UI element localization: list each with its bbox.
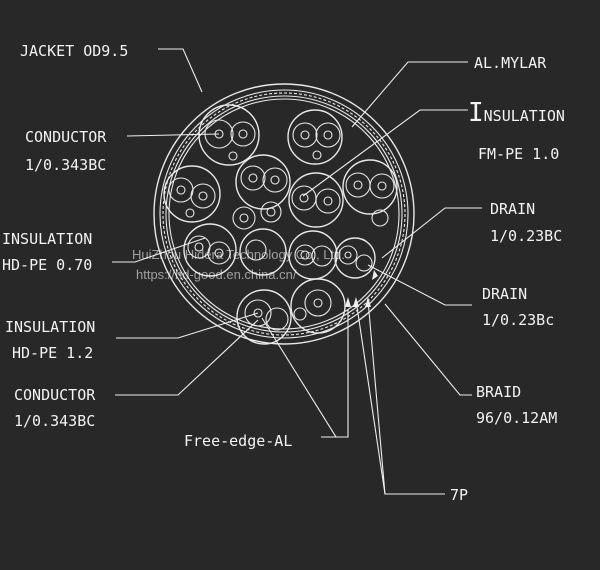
label-insulation-hd2-spec: HD-PE 1.2	[12, 344, 93, 362]
label-insulation-hd1-spec: HD-PE 0.70	[2, 256, 92, 274]
label-braid-spec: 96/0.12AM	[476, 409, 557, 427]
label-conductor-1-spec: 1/0.343BC	[25, 156, 106, 174]
label-fm-pe: FM-PE 1.0	[478, 145, 559, 163]
al-mylar-layer	[168, 98, 400, 330]
pair-1	[198, 104, 260, 166]
arrowheads	[345, 270, 378, 307]
jacket-outer	[153, 83, 415, 345]
label-insulation-hd1: INSULATION	[2, 230, 92, 248]
label-drain-2: DRAIN	[482, 285, 527, 303]
label-jacket: JACKET OD9.5	[20, 42, 128, 60]
label-free-edge-al: Free-edge-AL	[184, 432, 292, 450]
label-al-mylar: AL.MYLAR	[474, 54, 547, 72]
label-drain-2-spec: 1/0.23Bc	[482, 311, 554, 329]
label-conductor-1: CONDUCTOR	[25, 128, 107, 146]
braid-inner	[165, 95, 403, 333]
label-conductor-2-spec: 1/0.343BC	[14, 412, 95, 430]
pair-2	[287, 109, 343, 165]
pair-6	[342, 159, 398, 215]
filler	[232, 206, 256, 230]
leader-lines	[112, 48, 482, 495]
label-7p: 7P	[450, 486, 468, 504]
filler	[260, 201, 282, 223]
label-drain-1: DRAIN	[490, 200, 535, 218]
pair-5	[288, 172, 344, 228]
jacket-inner	[159, 89, 409, 339]
watermark-company: HuiZhou Hidera Technology Co., Ltd.	[132, 247, 345, 262]
label-braid: BRAID	[476, 383, 521, 401]
label-conductor-2: CONDUCTOR	[14, 386, 96, 404]
pair-4	[235, 154, 291, 210]
pair-bottom-left	[236, 289, 292, 345]
braid-layer	[162, 92, 406, 336]
label-insulation-rest: NSULATION	[484, 107, 565, 125]
pair-7	[183, 223, 237, 277]
label-insulation-fm: INSULATION	[468, 98, 565, 128]
drain-wire	[371, 209, 389, 227]
label-drain-1-spec: 1/0.23BC	[490, 227, 562, 245]
label-insulation-cap: I	[468, 98, 484, 128]
cable-cross-section	[153, 83, 415, 345]
pair-bottom-right	[290, 278, 346, 334]
pair-3	[163, 165, 221, 223]
label-insulation-hd2: INSULATION	[5, 318, 95, 336]
watermark-url: https://hd-good.en.china.cn/	[136, 267, 297, 282]
